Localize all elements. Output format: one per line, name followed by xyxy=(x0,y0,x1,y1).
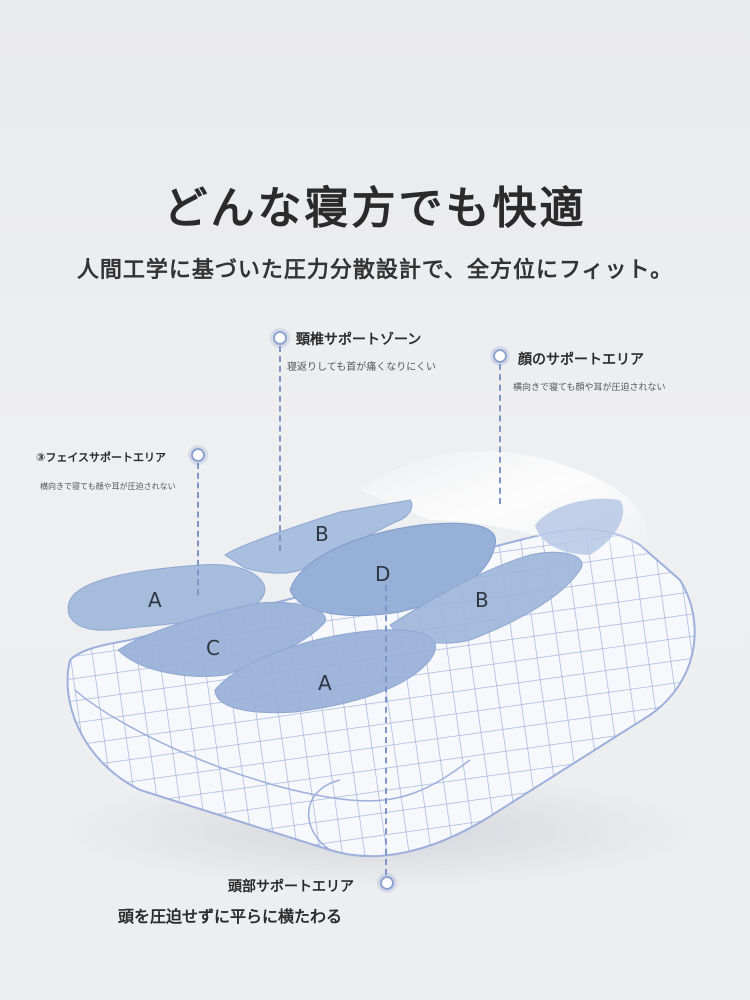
zone-label-c: C xyxy=(206,636,220,660)
head-support-title: 頭部サポートエリア xyxy=(228,879,354,895)
neck-support-desc: 寝返りしても首が痛くなりにくい xyxy=(287,362,436,373)
face-support-title-left: ③フェイスサポートエリア xyxy=(36,451,166,464)
face-support-desc-left: 横向きで寝ても顔や耳が圧迫されない xyxy=(40,482,176,491)
zone-label-d: D xyxy=(375,562,391,586)
pillow-body xyxy=(66,528,696,858)
neck-support-title: 頸椎サポートゾーン xyxy=(296,332,422,348)
zone-label-b-top: B xyxy=(315,522,329,546)
callout-dot-face-left xyxy=(191,448,205,462)
face-support-title-right: 顔のサポートエリア xyxy=(518,352,644,368)
subheadline: 人間工学に基づいた圧力分散設計で、全方位にフィット。 xyxy=(76,258,674,283)
callout-dot-head xyxy=(380,876,394,890)
zone-pad-back xyxy=(535,498,624,555)
head-support-desc: 頭を圧迫せずに平らに横たわる xyxy=(118,907,343,926)
headline: どんな寝方でも快適 xyxy=(163,183,587,234)
zone-label-a-front: A xyxy=(318,671,332,695)
zone-label-b-right: B xyxy=(475,588,489,612)
zone-label-a-left: A xyxy=(148,588,162,612)
callout-line-head xyxy=(385,585,387,875)
callout-line-face-right xyxy=(499,364,501,504)
callout-dot-neck xyxy=(273,331,287,345)
face-support-desc-right: 横向きで寝ても顔や耳が圧迫されない xyxy=(513,383,666,393)
callout-line-face-left xyxy=(197,463,199,595)
callout-dot-face-right xyxy=(493,349,507,363)
callout-line-neck xyxy=(279,346,281,551)
zone-pad-b-top xyxy=(224,499,413,574)
